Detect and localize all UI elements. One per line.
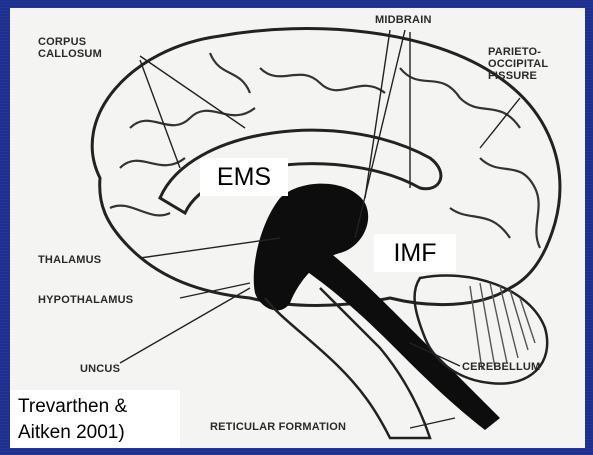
citation-line2: Aitken 2001) [18, 420, 180, 446]
imf-box: IMF [374, 234, 456, 272]
brain-diagram-panel: CORPUS CALLOSUM MIDBRAIN PARIETO- OCCIPI… [10, 8, 585, 448]
cerebellum-folia [470, 283, 535, 370]
label-midbrain: MIDBRAIN [375, 14, 432, 26]
citation-box: Trevarthen & Aitken 2001) [10, 390, 180, 448]
label-cerebellum: CEREBELLUM [462, 361, 540, 373]
label-corpus-callosum-line2: CALLOSUM [38, 48, 102, 60]
brainstem-outline [265, 288, 430, 438]
ems-box: EMS [200, 158, 288, 196]
citation-line1: Trevarthen & [18, 394, 180, 420]
label-parieto-line3: FISSURE [488, 70, 537, 82]
label-corpus-callosum-line1: CORPUS [38, 36, 86, 48]
label-parieto-line1: PARIETO- [488, 46, 541, 58]
label-reticular-formation: RETICULAR FORMATION [210, 421, 346, 433]
label-hypothalamus: HYPOTHALAMUS [38, 294, 133, 306]
label-parieto-occipital-fissure: PARIETO- OCCIPITAL FISSURE [488, 46, 548, 82]
label-parieto-line2: OCCIPITAL [488, 58, 548, 70]
label-corpus-callosum: CORPUS CALLOSUM [38, 36, 102, 60]
label-thalamus: THALAMUS [38, 254, 101, 266]
label-uncus: UNCUS [80, 363, 120, 375]
